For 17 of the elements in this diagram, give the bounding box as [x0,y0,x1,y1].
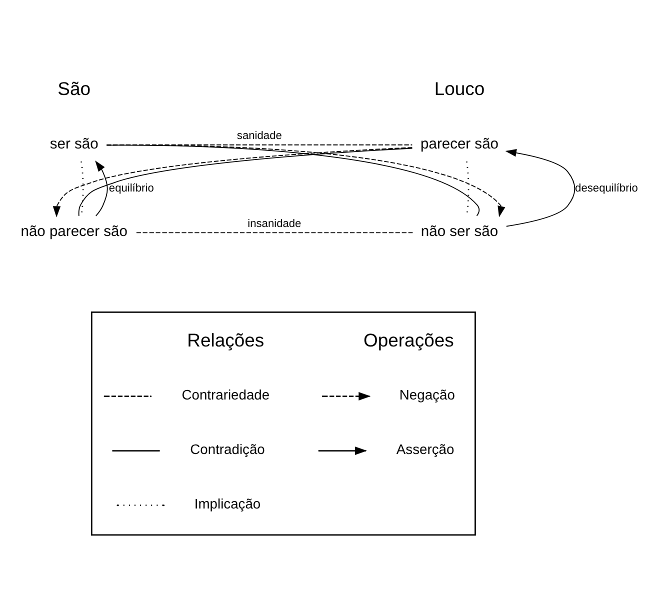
label: Relações [187,328,264,350]
node-text: ser são [50,136,98,152]
edge-label: desequilíbrio [575,182,638,194]
label: São [58,77,91,98]
legend-label: Negação [399,386,455,402]
legend-label: Contradição [190,440,265,457]
node-text: não ser são [420,224,498,240]
edge-label: insanidade [248,217,302,230]
node-text: parecer são [420,136,499,152]
legend-label: Implicação [194,495,261,512]
node-text: não parecer são [20,224,128,240]
label: Operações [364,328,454,350]
legend-label: Contrariedade [182,386,270,402]
edge-label: equilíbrio [108,182,154,194]
label: Louco [434,77,485,98]
legend-label: Asserção [396,440,454,457]
edge-label: sanidade [236,129,282,142]
